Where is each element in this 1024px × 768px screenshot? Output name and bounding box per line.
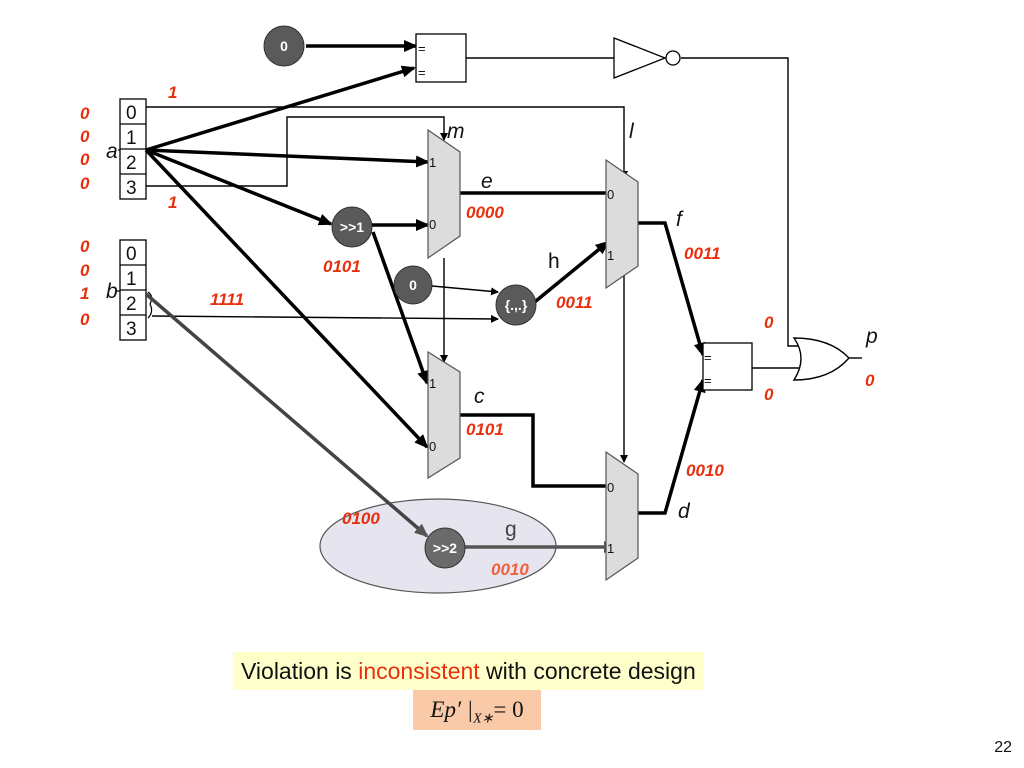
mux-f-port-0: 0 bbox=[607, 187, 614, 202]
caption-text-after: with concrete design bbox=[479, 658, 696, 684]
thick-wires bbox=[144, 40, 706, 553]
value-g-in: 0100 bbox=[342, 509, 380, 528]
shift-right-2-node: >>2 bbox=[424, 527, 466, 569]
value-b-concat: 1111 bbox=[210, 290, 244, 309]
formula-expression: Ep′ | bbox=[430, 697, 474, 722]
mux-m-port-0: 0 bbox=[429, 217, 436, 232]
register-a-name: a bbox=[106, 140, 118, 163]
net-name-p: p bbox=[865, 325, 878, 348]
shift-right-1-node: >>1 bbox=[331, 206, 373, 248]
inverter-gate bbox=[613, 37, 681, 79]
mux-c: 1 0 bbox=[427, 350, 461, 480]
net-name-f: f bbox=[676, 208, 684, 231]
net-name-e: e bbox=[481, 170, 493, 193]
formula-rhs: = 0 bbox=[493, 697, 524, 722]
svg-text:=: = bbox=[704, 373, 712, 388]
formula-subscript: X∗ bbox=[473, 711, 494, 727]
value-or-top: 0 bbox=[764, 313, 774, 332]
value-or-bottom: 0 bbox=[764, 385, 774, 404]
net-name-g: g bbox=[505, 518, 517, 541]
caption-highlight: inconsistent bbox=[358, 658, 480, 684]
value-f: 0011 bbox=[684, 244, 721, 263]
const-node-mid: 0 bbox=[393, 265, 433, 305]
register-b-cell-2: 2 bbox=[126, 294, 137, 315]
const-node-top: 0 bbox=[263, 25, 305, 67]
caption-text-before: Violation is bbox=[241, 658, 359, 684]
svg-text:0: 0 bbox=[409, 277, 417, 293]
net-name-l: l bbox=[629, 120, 635, 143]
register-b: 0 1 2 3 bbox=[116, 239, 153, 341]
value-h: 0011 bbox=[556, 293, 593, 312]
caption-box: Violation is inconsistent with concrete … bbox=[233, 652, 704, 690]
a-bit-0: 0 bbox=[80, 104, 90, 123]
mux-d-port-0: 0 bbox=[607, 480, 614, 495]
b-bit-1: 0 bbox=[80, 261, 90, 280]
mux-c-port-1: 1 bbox=[429, 376, 436, 391]
value-e: 0000 bbox=[466, 203, 504, 222]
register-b-cell-1: 1 bbox=[126, 269, 137, 290]
mux-m-port-1: 1 bbox=[429, 155, 436, 170]
register-a-cell-0: 0 bbox=[126, 103, 137, 124]
b-bit-2: 1 bbox=[80, 284, 89, 303]
register-b-cell-0: 0 bbox=[126, 244, 137, 265]
b-bit-3: 0 bbox=[80, 310, 90, 329]
value-d: 0010 bbox=[686, 461, 724, 480]
concat-node: {.,.} bbox=[495, 284, 537, 326]
comparator-top: = = bbox=[415, 33, 467, 83]
or-gate bbox=[792, 337, 850, 381]
formula-box: Ep′ |X∗= 0 bbox=[413, 690, 541, 730]
register-a: 0 1 2 3 bbox=[118, 98, 147, 200]
thin-wires bbox=[146, 57, 862, 463]
comparator-bottom: = = bbox=[702, 342, 753, 391]
svg-text:=: = bbox=[418, 41, 426, 56]
value-g: 0010 bbox=[491, 560, 529, 579]
b-bit-0: 0 bbox=[80, 237, 90, 256]
a-bit-2: 0 bbox=[80, 150, 90, 169]
page-number: 22 bbox=[994, 739, 1012, 756]
value-c: 0101 bbox=[466, 420, 504, 439]
register-a-cell-1: 1 bbox=[126, 128, 137, 149]
value-a3: 1 bbox=[168, 193, 177, 212]
net-name-h: h bbox=[548, 250, 560, 273]
svg-text:{.,.}: {.,.} bbox=[505, 297, 528, 313]
mux-c-port-0: 0 bbox=[429, 439, 436, 454]
mux-f-port-1: 1 bbox=[607, 248, 614, 263]
value-a0: 1 bbox=[168, 83, 177, 102]
net-name-m: m bbox=[447, 120, 465, 143]
svg-text:=: = bbox=[704, 350, 712, 365]
register-b-cell-3: 3 bbox=[126, 319, 137, 340]
value-p: 0 bbox=[865, 371, 875, 390]
mux-f: 0 1 bbox=[605, 158, 639, 290]
register-b-name: b bbox=[106, 280, 118, 303]
svg-text:=: = bbox=[418, 65, 426, 80]
register-a-cell-3: 3 bbox=[126, 178, 137, 199]
net-name-c: c bbox=[474, 385, 485, 408]
register-a-cell-2: 2 bbox=[126, 153, 137, 174]
mux-m: 1 0 bbox=[427, 128, 461, 260]
net-name-d: d bbox=[678, 500, 691, 523]
svg-text:>>1: >>1 bbox=[340, 219, 364, 235]
value-shift1: 0101 bbox=[323, 257, 361, 276]
mux-d-port-1: 1 bbox=[607, 541, 614, 556]
mux-d: 0 1 bbox=[605, 450, 639, 582]
svg-text:>>2: >>2 bbox=[433, 540, 457, 556]
a-bit-1: 0 bbox=[80, 127, 90, 146]
svg-text:0: 0 bbox=[280, 38, 288, 54]
a-bit-3: 0 bbox=[80, 174, 90, 193]
